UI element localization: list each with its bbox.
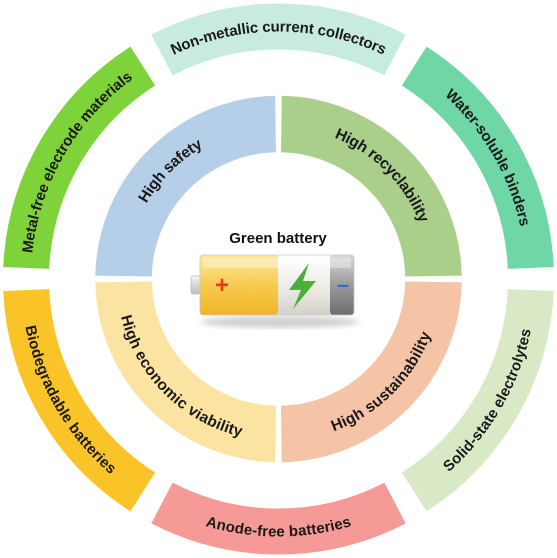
plus-sign: + [215,272,229,299]
outer-segment-shape [2,45,157,270]
minus-sign: – [337,272,349,297]
inner-segment-shape [279,94,464,279]
outer-segment-shape [149,2,408,77]
inner-segment-shape [279,279,464,464]
outer-segment-anode-free-batteries: Anode-free batteries [149,481,408,556]
outer-segment-shape [2,288,157,513]
lightning-bolt-icon [289,263,316,309]
battery-charging-icon: + – [190,254,360,328]
outer-segment-shape [149,481,408,556]
inner-segment-shape [93,279,278,464]
inner-segment-shape [93,94,278,279]
center-battery: Green battery + – [190,230,360,328]
outer-segment-shape [400,45,555,270]
outer-segment-shape [400,288,555,513]
center-title: Green battery [229,230,327,247]
